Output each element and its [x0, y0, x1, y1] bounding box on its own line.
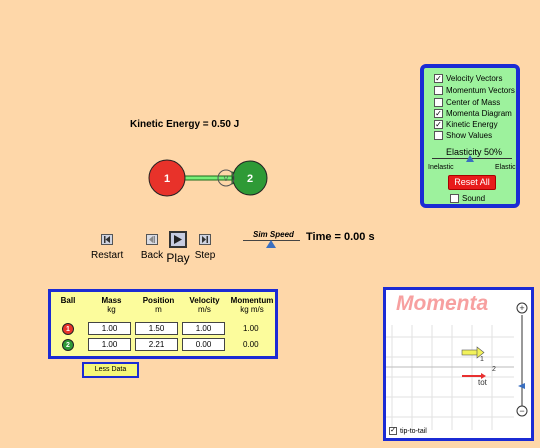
zoom-out-button[interactable] [516, 405, 528, 417]
momentum-arrow-1-label: 1 [480, 356, 484, 363]
step-control[interactable]: Step [193, 234, 217, 261]
row-ball-2-icon: 2 [62, 339, 74, 351]
momentum-value-ball-2: 0.00 [243, 340, 259, 349]
step-icon[interactable] [199, 234, 211, 245]
momentum-arrow-1-head [476, 346, 485, 359]
checkbox-icon[interactable] [434, 86, 443, 95]
total-momentum-arrow-head [481, 373, 486, 379]
checkbox-label: Momentum Vectors [446, 86, 515, 95]
inelastic-label: Inelastic [428, 164, 454, 171]
momenta-grid [386, 325, 514, 430]
sim-speed-slider[interactable]: Sim Speed [243, 230, 300, 250]
checkbox-label: Sound [462, 194, 486, 203]
checkbox-label: tip-to-tail [400, 427, 427, 435]
checkbox-icon[interactable] [434, 131, 443, 140]
reset-all-button[interactable]: Reset All [448, 175, 496, 190]
kinetic-energy-readout: Kinetic Energy = 0.50 J [130, 119, 240, 130]
ball-1[interactable] [148, 159, 186, 197]
less-data-button[interactable]: Less Data [82, 362, 139, 378]
play-icon[interactable] [169, 231, 187, 248]
checkbox-center-of-mass[interactable]: Center of Mass [434, 98, 500, 107]
collision-stage: 1 2 V [148, 159, 268, 197]
position-field-ball-1[interactable]: 1.50 [135, 322, 178, 335]
restart-control[interactable]: Restart [91, 234, 123, 261]
checkbox-label: Center of Mass [446, 98, 501, 107]
checkbox-sound[interactable]: Sound [450, 194, 485, 203]
momentum-arrow-1 [461, 349, 479, 356]
checkbox-momentum-vectors[interactable]: Momentum Vectors [434, 86, 515, 95]
momentum-arrow-2-label: 2 [492, 366, 496, 373]
velocity-marker-label: V [224, 176, 229, 183]
play-label: Play [166, 251, 190, 265]
checkbox-label: Velocity Vectors [446, 74, 503, 83]
checkbox-icon[interactable]: ✓ [434, 74, 443, 83]
ball-1-label: 1 [164, 173, 170, 185]
checkbox-icon[interactable]: ✓ [434, 120, 443, 129]
back-icon[interactable] [146, 234, 158, 245]
elasticity-thumb[interactable] [466, 155, 474, 162]
checkbox-icon[interactable]: ✓ [389, 427, 397, 435]
step-label: Step [194, 250, 216, 261]
restart-label: Restart [91, 250, 124, 261]
ball-2[interactable] [232, 160, 268, 196]
column-header-ball: Ball [60, 296, 76, 305]
checkbox-show-values[interactable]: Show Values [434, 131, 492, 140]
checkbox-momenta-diagram[interactable]: ✓Momenta Diagram [434, 109, 512, 118]
momenta-diagram: Momenta 1 2 tot + − [383, 287, 534, 441]
checkbox-label: Momenta Diagram [446, 109, 512, 118]
momenta-title: Momenta [396, 292, 489, 315]
restart-icon[interactable] [101, 234, 113, 245]
time-readout: Time = 0.00 s [306, 231, 375, 243]
mass-field-ball-2[interactable]: 1.00 [88, 338, 131, 351]
checkbox-icon[interactable] [434, 98, 443, 107]
sim-speed-thumb[interactable] [266, 240, 276, 248]
momentum-value-ball-1: 1.00 [243, 324, 259, 333]
elasticity-label: Elasticity 50% [446, 147, 503, 157]
checkbox-kinetic-energy[interactable]: ✓Kinetic Energy [434, 120, 498, 129]
checkbox-label: Kinetic Energy [446, 120, 498, 129]
play-control[interactable]: Play [166, 231, 190, 265]
mass-field-ball-1[interactable]: 1.00 [88, 322, 131, 335]
elastic-label: Elastic [495, 164, 516, 171]
back-control[interactable]: Back [140, 234, 164, 261]
total-momentum-label: tot [478, 378, 488, 387]
checkbox-icon[interactable]: ✓ [434, 109, 443, 118]
velocity-marker[interactable] [217, 169, 235, 187]
momenta-plot: 1 2 tot + − [386, 302, 528, 430]
checkbox-velocity-vectors[interactable]: ✓Velocity Vectors [434, 74, 502, 83]
row-ball-1-icon: 1 [62, 323, 74, 335]
control-panel: ✓Velocity Vectors Momentum Vectors Cente… [420, 64, 520, 208]
zoom-out-icon: − [519, 406, 524, 416]
velocity-field-ball-2[interactable]: 0.00 [182, 338, 225, 351]
position-field-ball-2[interactable]: 2.21 [135, 338, 178, 351]
zoom-in-icon: + [519, 303, 524, 313]
ball-2-label: 2 [247, 173, 253, 185]
checkbox-icon[interactable] [450, 194, 459, 203]
checkbox-label: Show Values [446, 131, 493, 140]
zoom-thumb[interactable] [518, 383, 525, 389]
checkbox-tip-to-tail[interactable]: ✓ tip-to-tail [389, 427, 427, 435]
back-label: Back [140, 250, 164, 261]
sim-speed-label: Sim Speed [253, 230, 294, 239]
velocity-field-ball-1[interactable]: 1.00 [182, 322, 225, 335]
zoom-in-button[interactable] [516, 302, 528, 314]
